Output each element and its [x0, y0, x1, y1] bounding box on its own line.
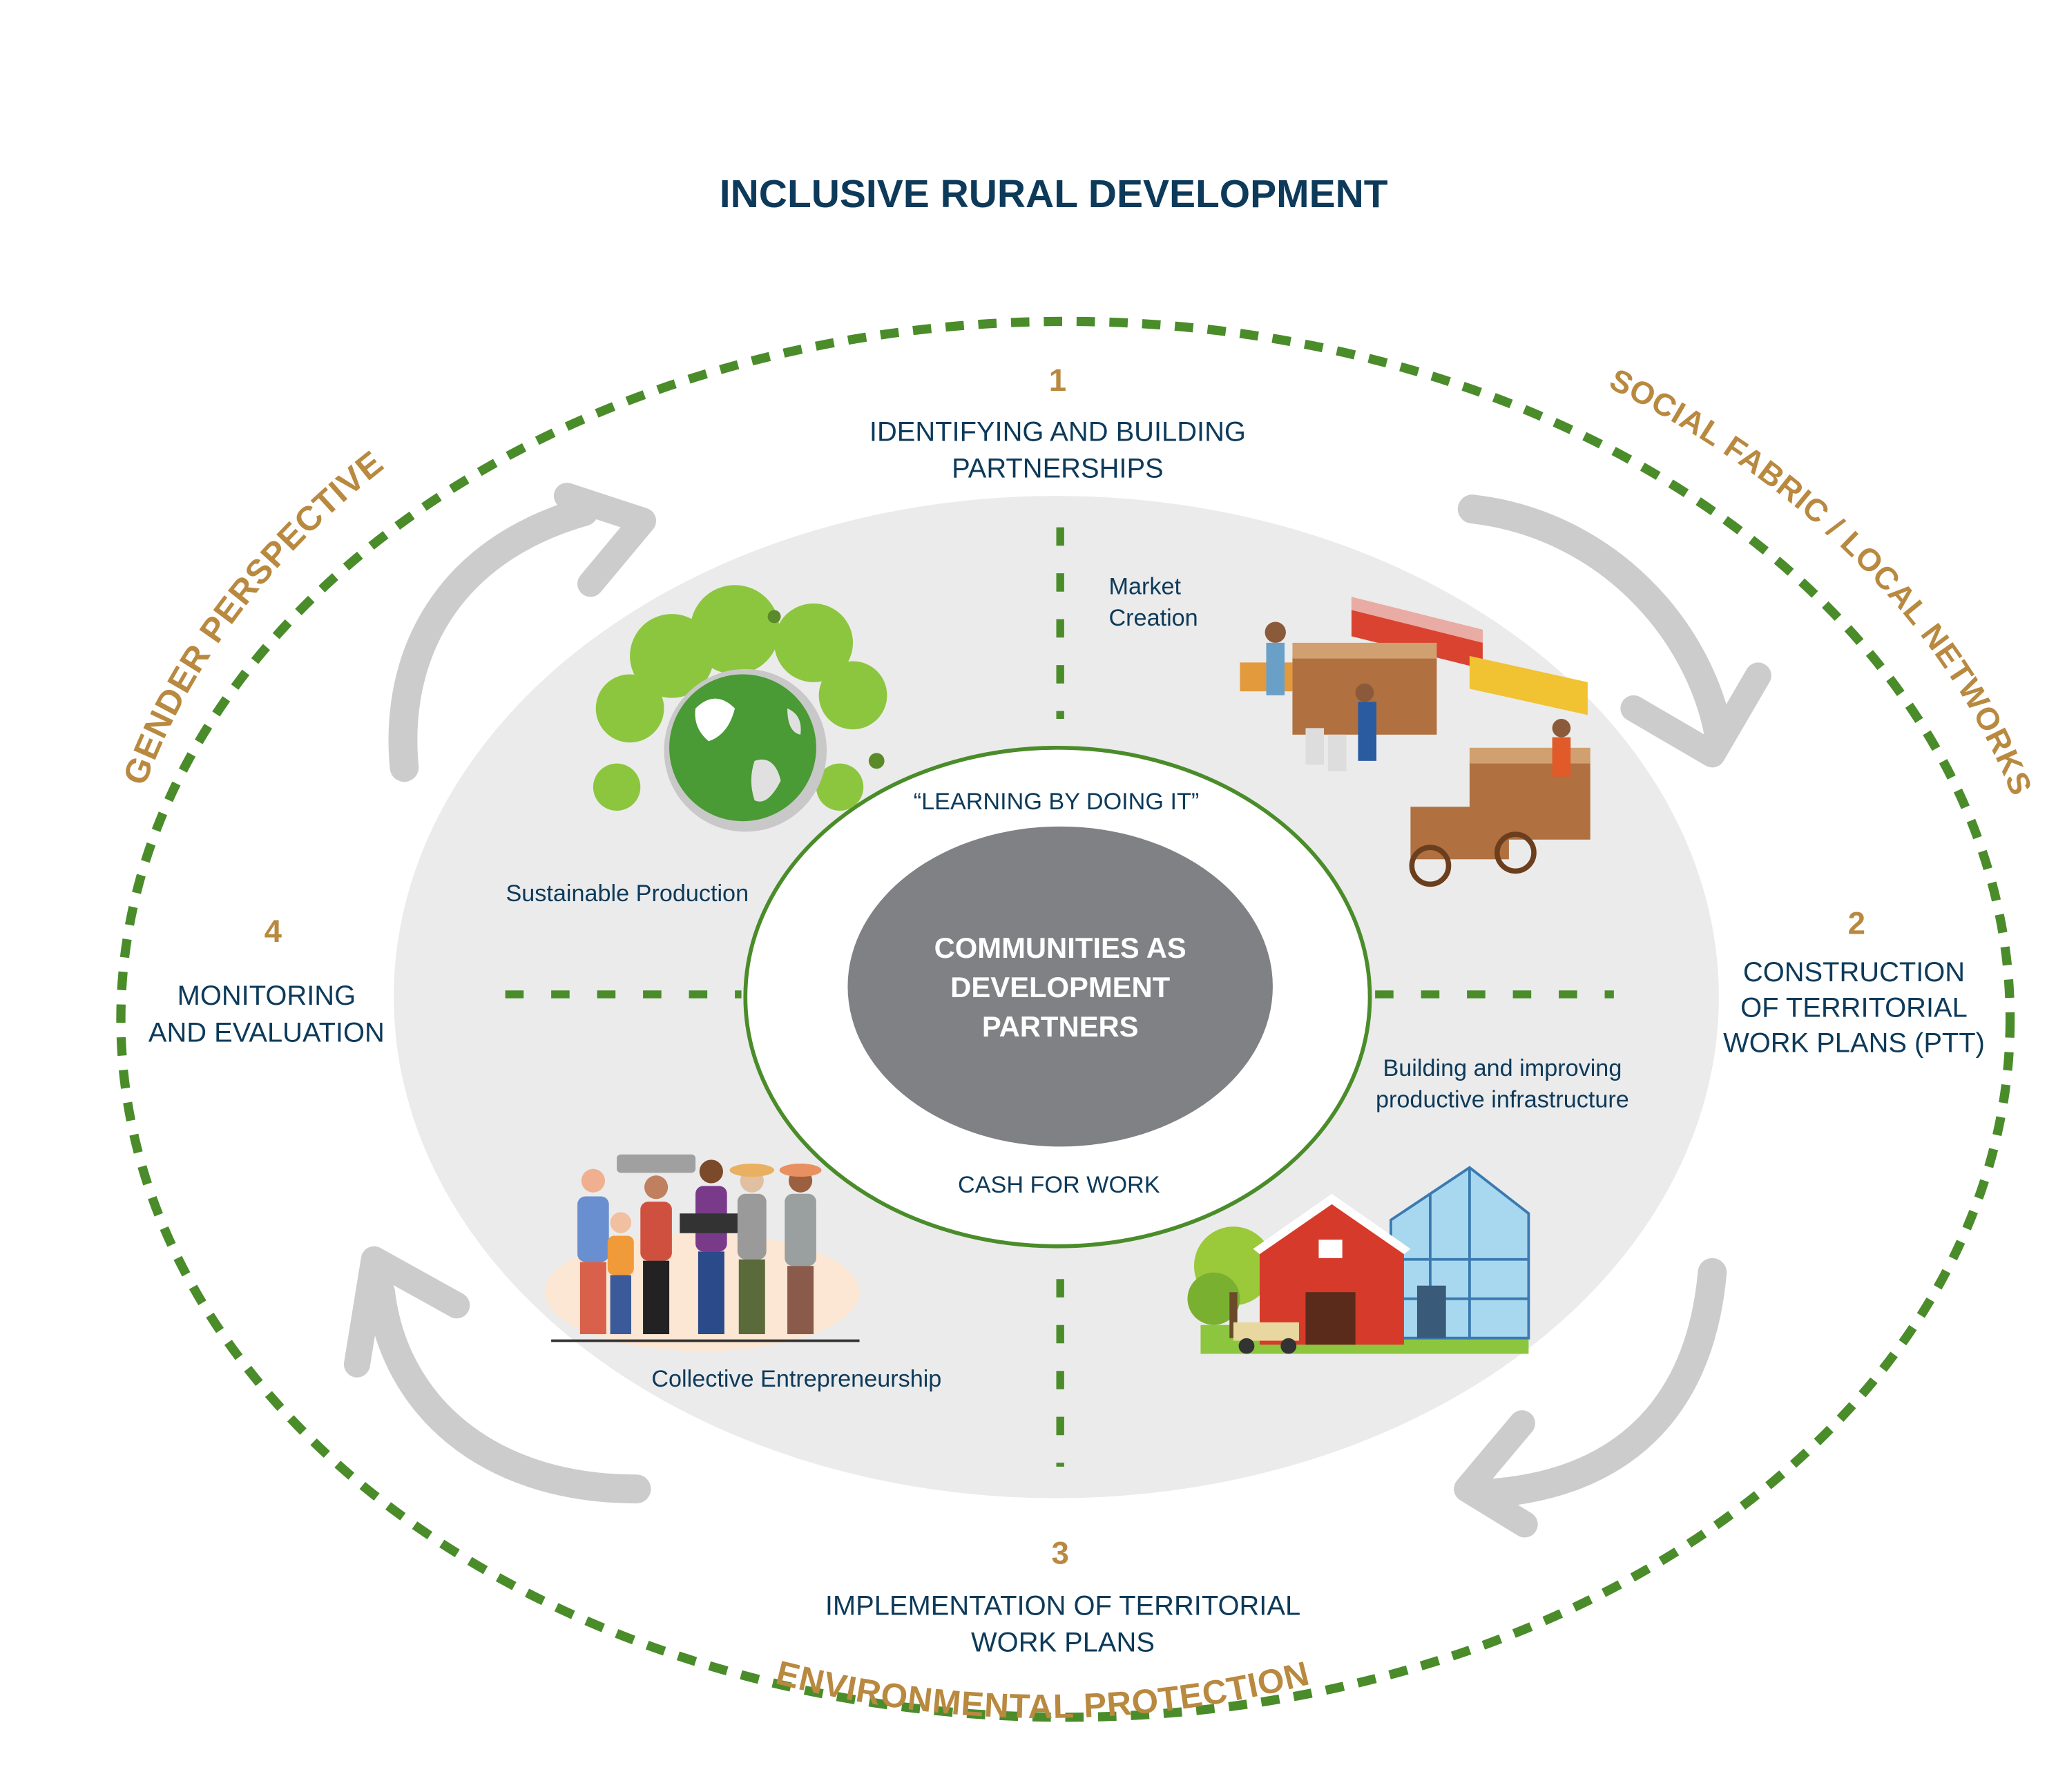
cycle-arrow-top-right	[1457, 494, 1771, 768]
step-1-label-line-2: PARTNERSHIPS	[952, 453, 1164, 483]
collective-entrepreneurship-label: Collective Entrepreneurship	[651, 1366, 941, 1392]
market-creation-label-line-1: Market	[1108, 574, 1181, 600]
step-2-label-line-3: WORK PLANS (PTT)	[1723, 1028, 1985, 1059]
center-line-2: DEVELOPMENT	[950, 971, 1171, 1003]
step-4-number: 4	[265, 914, 282, 949]
step-3-label-line-1: IMPLEMENTATION OF TERRITORIAL	[825, 1591, 1300, 1621]
market-creation-label-line-2: Creation	[1108, 605, 1198, 631]
step-1-label-line-1: IDENTIFYING AND BUILDING	[869, 416, 1246, 447]
learning-by-doing-label: “LEARNING BY DOING IT”	[914, 789, 1199, 815]
theme-gender-perspective: GENDER PERSPECTIVE	[116, 443, 391, 790]
theme-environmental-protection: ENVIRONMENTAL PROTECTION	[772, 1654, 1313, 1726]
green-earth-trees-icon	[593, 585, 887, 832]
cycle-arrow-bottom-left	[343, 1246, 651, 1504]
cycle-arrow-top-left	[388, 483, 657, 782]
center-core	[847, 826, 1273, 1147]
step-4-label-line-1: MONITORING	[177, 981, 356, 1011]
infrastructure-label-line-2: productive infrastructure	[1376, 1086, 1629, 1112]
barn-greenhouse-icon	[1187, 1166, 1530, 1354]
step-3-number: 3	[1052, 1535, 1069, 1570]
outer-dashed-boundary	[116, 316, 2015, 1722]
market-stalls-icon	[1240, 597, 1590, 887]
step-2-label-line-2: OF TERRITORIAL	[1740, 992, 1968, 1023]
step-3-label-line-2: WORK PLANS	[971, 1628, 1155, 1658]
cycle-arrow-bottom-right	[1454, 1258, 1727, 1538]
center-line-3: PARTNERS	[982, 1010, 1139, 1043]
step-4-label-line-2: AND EVALUATION	[148, 1017, 385, 1048]
diagram-title: INCLUSIVE RURAL DEVELOPMENT	[720, 172, 1388, 216]
step-1-number: 1	[1049, 363, 1066, 398]
community-group-icon	[544, 1154, 860, 1351]
center-line-1: COMMUNITIES AS	[934, 932, 1186, 964]
step-2-label-line-1: CONSTRUCTION	[1743, 957, 1965, 987]
sustainable-production-label: Sustainable Production	[506, 880, 749, 907]
infrastructure-label-line-1: Building and improving	[1383, 1055, 1622, 1081]
cash-for-work-label: CASH FOR WORK	[958, 1172, 1160, 1198]
step-2-number: 2	[1848, 906, 1865, 941]
